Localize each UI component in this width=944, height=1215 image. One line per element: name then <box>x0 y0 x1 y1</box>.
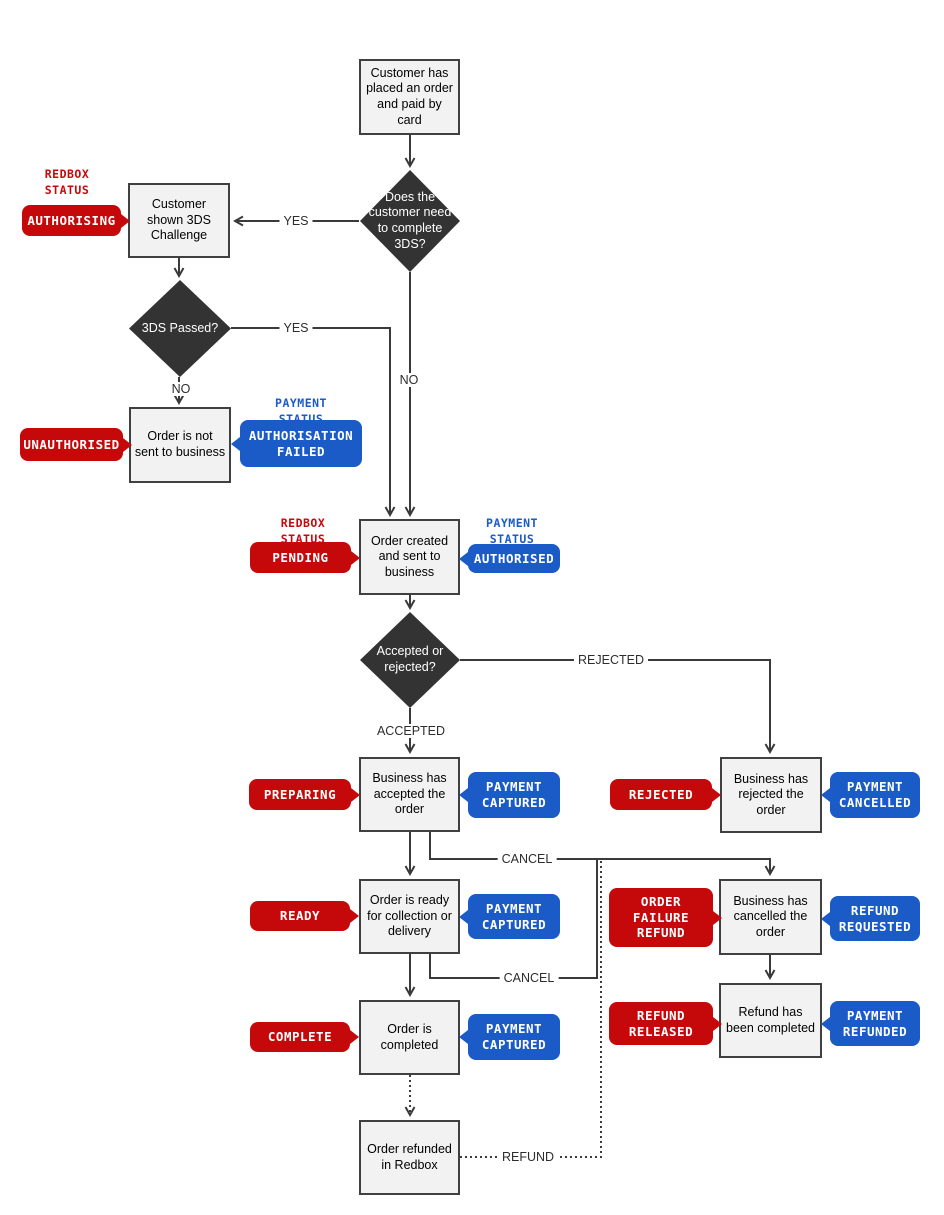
node-order-completed-label: Order is completed <box>380 1021 439 1052</box>
node-business-accepted: Business has accepted the order <box>359 757 460 832</box>
badge-ready: READY <box>250 901 359 931</box>
badge-payment-captured-accepted: PAYMENT CAPTURED <box>459 772 560 818</box>
badge-payment-captured-ready: PAYMENT CAPTURED <box>459 894 560 939</box>
node-order-ready-label: Order is ready for collection or deliver… <box>367 893 452 939</box>
badge-unauthorised: UNAUTHORISED <box>20 428 132 461</box>
badge-order-failure-refund: ORDER FAILURE REFUND <box>609 888 722 947</box>
edge-rejected-branch <box>460 659 770 752</box>
node-order-not-sent: Order is not sent to business <box>129 407 231 483</box>
edge-label-cancel-from-ready: CANCEL <box>499 971 559 985</box>
badge-payment-captured-completed: PAYMENT CAPTURED <box>459 1014 560 1060</box>
node-order-created-label: Order created and sent to business <box>370 533 449 579</box>
node-business-cancelled-label: Business has cancelled the order <box>733 893 808 939</box>
node-order-ready: Order is ready for collection or deliver… <box>359 879 460 954</box>
decision-3ds-passed-label: 3DS Passed? <box>141 320 219 335</box>
node-refund-completed-label: Refund has been completed <box>726 1004 815 1035</box>
node-customer-placed-order: Customer has placed an order and paid by… <box>359 59 460 135</box>
edge-cancel-from-accepted <box>429 832 770 874</box>
badge-pending: PENDING <box>250 542 360 573</box>
node-customer-shown-3ds: Customer shown 3DS Challenge <box>128 183 230 258</box>
node-business-rejected: Business has rejected the order <box>720 757 822 833</box>
decision-needs-3ds-label: Does the customer need to complete 3DS? <box>368 189 452 251</box>
node-business-cancelled: Business has cancelled the order <box>719 879 822 955</box>
node-order-not-sent-label: Order is not sent to business <box>134 429 226 459</box>
badge-payment-cancelled: PAYMENT CANCELLED <box>821 772 920 818</box>
node-business-accepted-label: Business has accepted the order <box>372 771 447 817</box>
badge-refund-released: REFUND RELEASED <box>609 1002 722 1045</box>
node-customer-shown-3ds-label: Customer shown 3DS Challenge <box>147 197 211 243</box>
badge-rejected: REJECTED <box>610 779 721 810</box>
edge-label-accepted: ACCEPTED <box>372 724 450 738</box>
node-order-completed: Order is completed <box>359 1000 460 1075</box>
edge-label-refund: REFUND <box>497 1150 559 1164</box>
badge-authorisation-failed: AUTHORISATION FAILED <box>231 420 362 467</box>
badge-preparing: PREPARING <box>249 779 360 810</box>
badge-authorised: AUTHORISED <box>459 544 560 573</box>
node-refund-completed: Refund has been completed <box>719 983 822 1058</box>
node-order-created: Order created and sent to business <box>359 519 460 595</box>
edge-label-yes-3ds-needed: YES <box>279 214 313 228</box>
edge-label-cancel-from-accepted: CANCEL <box>497 852 557 866</box>
edge-label-no-3ds-passed: NO <box>167 382 195 396</box>
redbox-status-header-authorising: REDBOX STATUS <box>44 167 90 197</box>
decision-accepted-or-rejected-label: Accepted or rejected? <box>376 644 444 674</box>
node-order-refunded: Order refunded in Redbox <box>359 1120 460 1195</box>
node-order-refunded-label: Order refunded in Redbox <box>367 1141 452 1172</box>
badge-refund-requested: REFUND REQUESTED <box>821 896 920 941</box>
badge-authorising: AUTHORISING <box>22 205 130 236</box>
edge-label-rejected: REJECTED <box>574 653 648 667</box>
payment-status-header-authorised: PAYMENT STATUS <box>486 516 538 546</box>
edge-label-yes-3ds-passed: YES <box>279 321 313 335</box>
node-business-rejected-label: Business has rejected the order <box>733 771 809 817</box>
edge-label-no-3ds-needed: NO <box>395 373 423 387</box>
badge-payment-refunded: PAYMENT REFUNDED <box>821 1001 920 1046</box>
badge-complete: COMPLETE <box>250 1022 359 1052</box>
node-customer-placed-order-label: Customer has placed an order and paid by… <box>366 65 453 127</box>
